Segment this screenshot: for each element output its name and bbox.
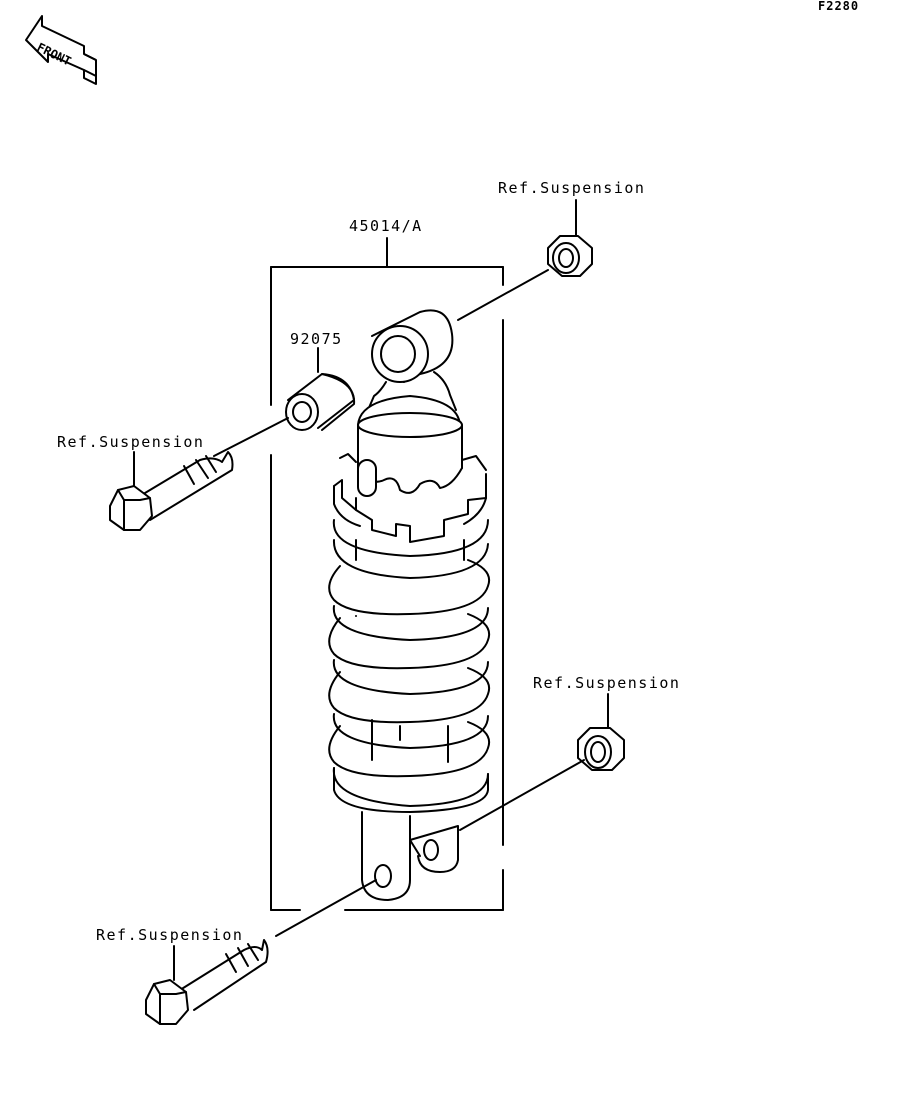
- callout-upper-bolt: Ref.Suspension: [57, 433, 205, 451]
- leader-lines: [133, 199, 609, 981]
- callout-collar: 92075: [290, 330, 343, 348]
- assembly-bracket: [270, 237, 504, 911]
- body-cap: [339, 395, 487, 494]
- lower-bolt: [145, 939, 269, 1025]
- callout-lower-bolt: Ref.Suspension: [96, 926, 244, 944]
- bottom-clevis: [361, 811, 459, 901]
- damper-body: [355, 539, 465, 763]
- callout-top-nut: Ref.Suspension: [498, 179, 646, 197]
- callout-shock-absorber: 45014/A: [349, 217, 423, 235]
- lower-nut: [577, 727, 625, 771]
- diagram-code: F2280: [818, 0, 860, 13]
- adjuster-ring: [333, 459, 487, 543]
- top-nut: [547, 235, 593, 277]
- top-eye: [367, 309, 457, 411]
- callout-lower-nut: Ref.Suspension: [533, 674, 681, 692]
- spring-coils: [328, 519, 490, 813]
- upper-bolt: [109, 451, 234, 531]
- collar: [285, 373, 356, 431]
